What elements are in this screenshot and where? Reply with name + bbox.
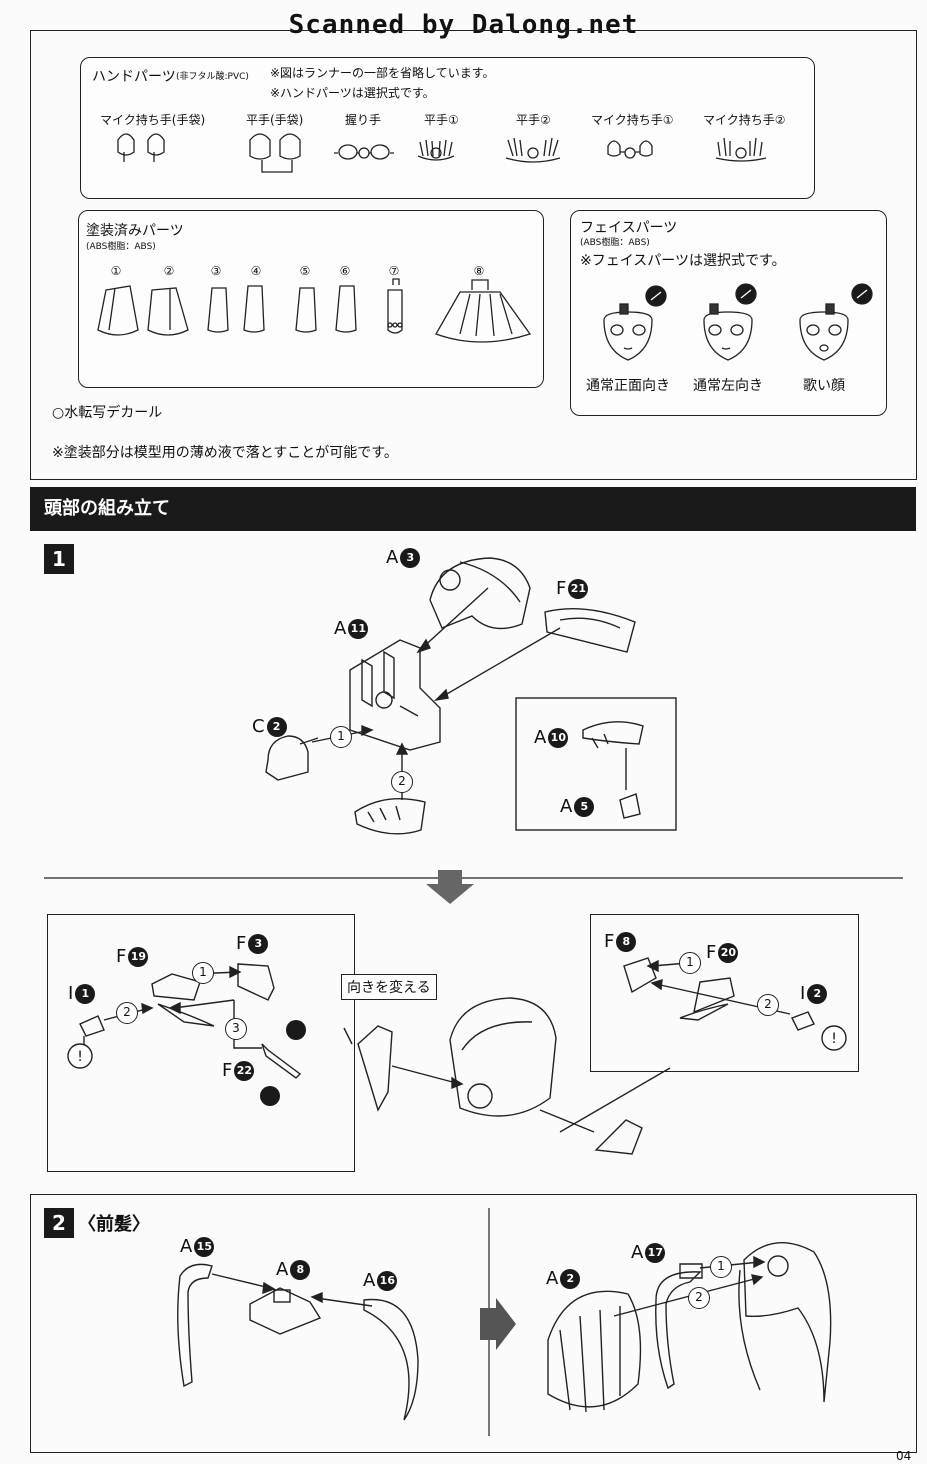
- hand-item-label: 平手②: [516, 113, 551, 127]
- hand-item-label: マイク持ち手①: [591, 113, 674, 127]
- hand-item-label: 平手①: [424, 113, 459, 127]
- paint-removal-note: ※塗装部分は模型用の薄め液で落とすことが可能です。: [52, 445, 398, 461]
- painted-part-number: ⑥: [339, 264, 351, 278]
- painted-part-number: ①: [110, 264, 122, 278]
- painted-part-number: ⑦: [388, 264, 400, 278]
- hand-parts-box: [80, 57, 815, 199]
- step2-title: 〈前髪〉: [78, 1214, 150, 1235]
- page-number: 04: [896, 1449, 912, 1463]
- painted-part-number: ⑤: [299, 264, 311, 278]
- svg-text:!: !: [77, 1049, 83, 1065]
- painted-parts-illustration: [97, 278, 532, 343]
- order-number: 2: [688, 1287, 710, 1309]
- hand-item-label: マイク持ち手②: [703, 113, 786, 127]
- face-option-label: 通常正面向き: [586, 378, 670, 394]
- order-number: 1: [710, 1256, 732, 1278]
- substep-right-box: [590, 914, 859, 1072]
- substep-illustration: ! !: [67, 957, 847, 1155]
- parts-list-frame: [30, 30, 917, 480]
- watermark-text: Scanned by Dalong.net: [288, 10, 639, 40]
- painted-parts-material: (ABS樹脂：ABS): [86, 242, 156, 252]
- hand-parts-material: (非フタル酸:PVC): [176, 72, 249, 82]
- order-number: 2: [757, 994, 779, 1016]
- order-number: 1: [192, 962, 214, 984]
- step2-frame: [30, 1194, 917, 1453]
- hand-parts-note1: ※図はランナーの一部を省略しています。: [270, 66, 495, 80]
- face-option-label: 通常左向き: [693, 378, 763, 394]
- face-parts-note: ※フェイスパーツは選択式です。: [580, 253, 786, 269]
- order-number: 2: [116, 1002, 138, 1024]
- step-number: 1: [44, 544, 74, 574]
- order-number: 1: [679, 952, 701, 974]
- step-number: 2: [44, 1208, 74, 1238]
- orientation-callout: 向きを変える: [341, 974, 437, 1000]
- substep-left-box: [47, 914, 355, 1172]
- step1-illustration: [44, 557, 903, 904]
- hand-item-label: 握り手: [345, 113, 382, 127]
- svg-text:!: !: [831, 1031, 837, 1047]
- hand-parts-note2: ※ハンドパーツは選択式です。: [270, 86, 435, 100]
- face-option-label: 歌い顔: [803, 378, 845, 394]
- order-number: 1: [330, 726, 352, 748]
- painted-part-number: ②: [163, 264, 175, 278]
- hand-parts-illustration: [117, 133, 767, 173]
- hand-item-label: マイク持ち手(手袋): [100, 113, 206, 127]
- section-header: 頭部の組み立て: [30, 487, 916, 531]
- face-parts-title: フェイスパーツ: [580, 220, 678, 236]
- decal-label: ○水転写デカール: [52, 405, 163, 421]
- order-number: 2: [391, 771, 413, 793]
- painted-parts-box: [78, 210, 544, 388]
- hand-parts-title: ハンドパーツ: [92, 69, 176, 85]
- painted-part-number: ④: [250, 264, 262, 278]
- painted-part-number: ③: [210, 264, 222, 278]
- painted-part-number: ⑧: [473, 264, 485, 278]
- hand-item-label: 平手(手袋): [246, 113, 304, 127]
- face-parts-material: (ABS樹脂：ABS): [580, 238, 650, 248]
- face-parts-illustration: [603, 283, 873, 361]
- painted-parts-title: 塗装済みパーツ: [86, 223, 184, 239]
- order-number: 3: [225, 1018, 247, 1040]
